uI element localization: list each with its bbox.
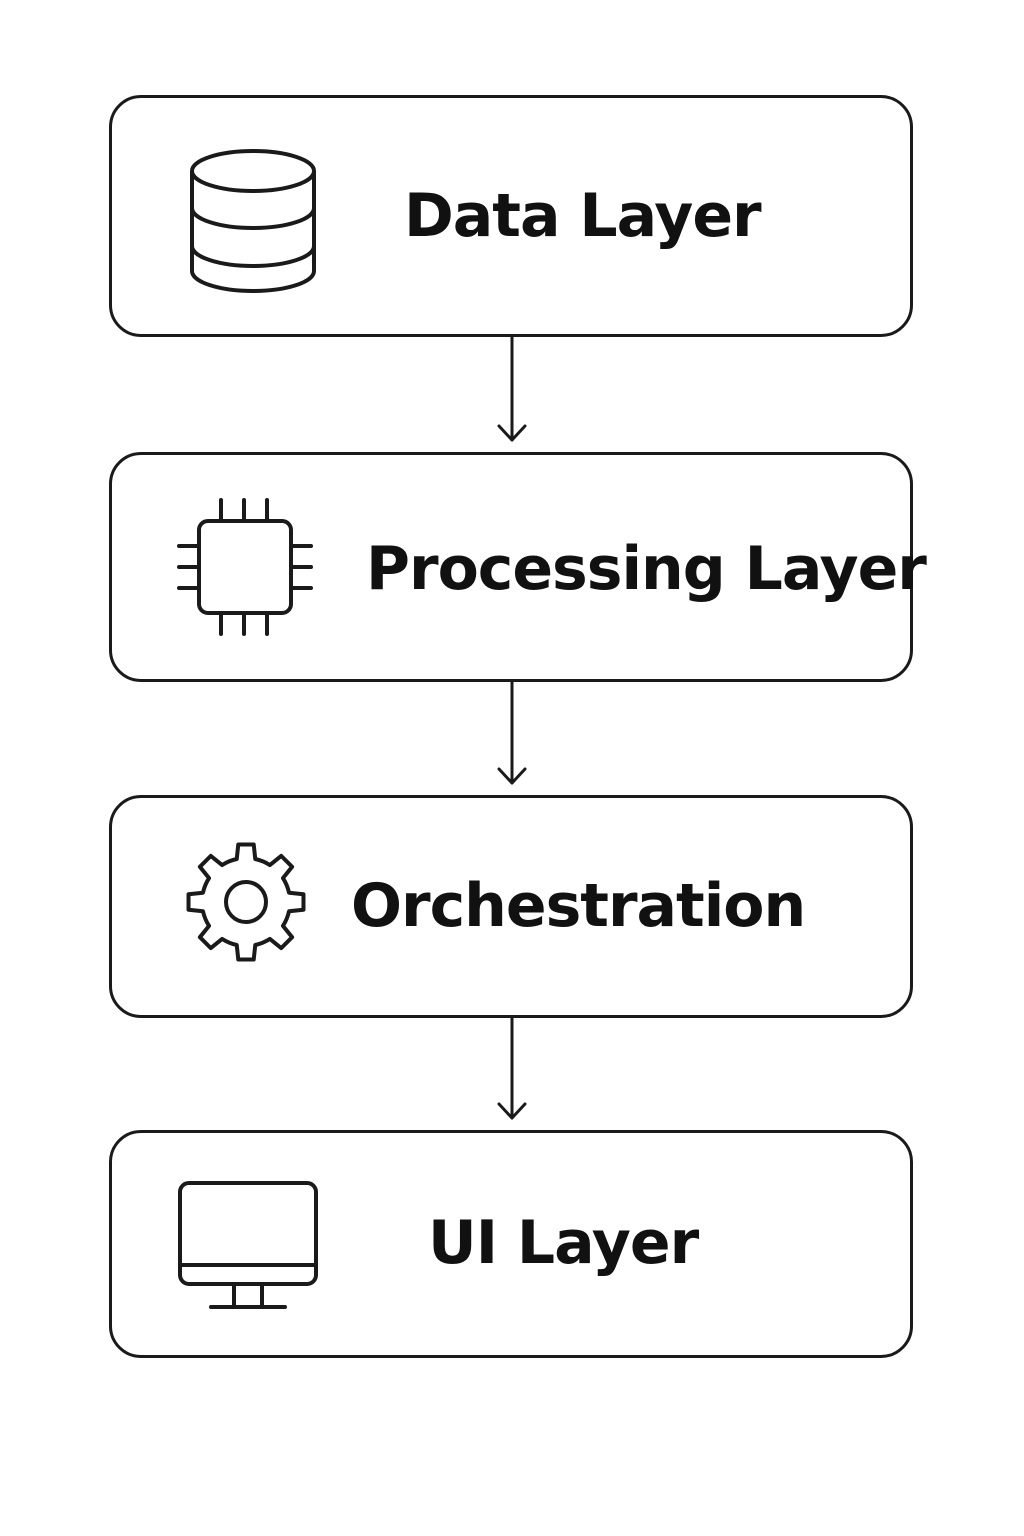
arrow-data-to-processing <box>497 337 527 442</box>
data-layer-label: Data Layer <box>404 181 762 251</box>
arrow-processing-to-orchestration <box>497 682 527 785</box>
processing-layer-box: Processing Layer <box>109 452 927 682</box>
orchestration-layer-box: Orchestration <box>109 795 913 1018</box>
arrow-orchestration-to-ui <box>497 1018 527 1120</box>
ui-layer-box: UI Layer <box>109 1130 913 1358</box>
database-icon <box>190 149 316 293</box>
gear-icon <box>186 842 306 962</box>
processing-layer-label: Processing Layer <box>366 534 927 604</box>
ui-layer-label: UI Layer <box>428 1208 699 1278</box>
cpu-chip-icon <box>177 498 313 636</box>
orchestration-layer-label: Orchestration <box>351 871 806 941</box>
data-layer-box: Data Layer <box>109 95 913 337</box>
monitor-icon <box>178 1181 318 1309</box>
